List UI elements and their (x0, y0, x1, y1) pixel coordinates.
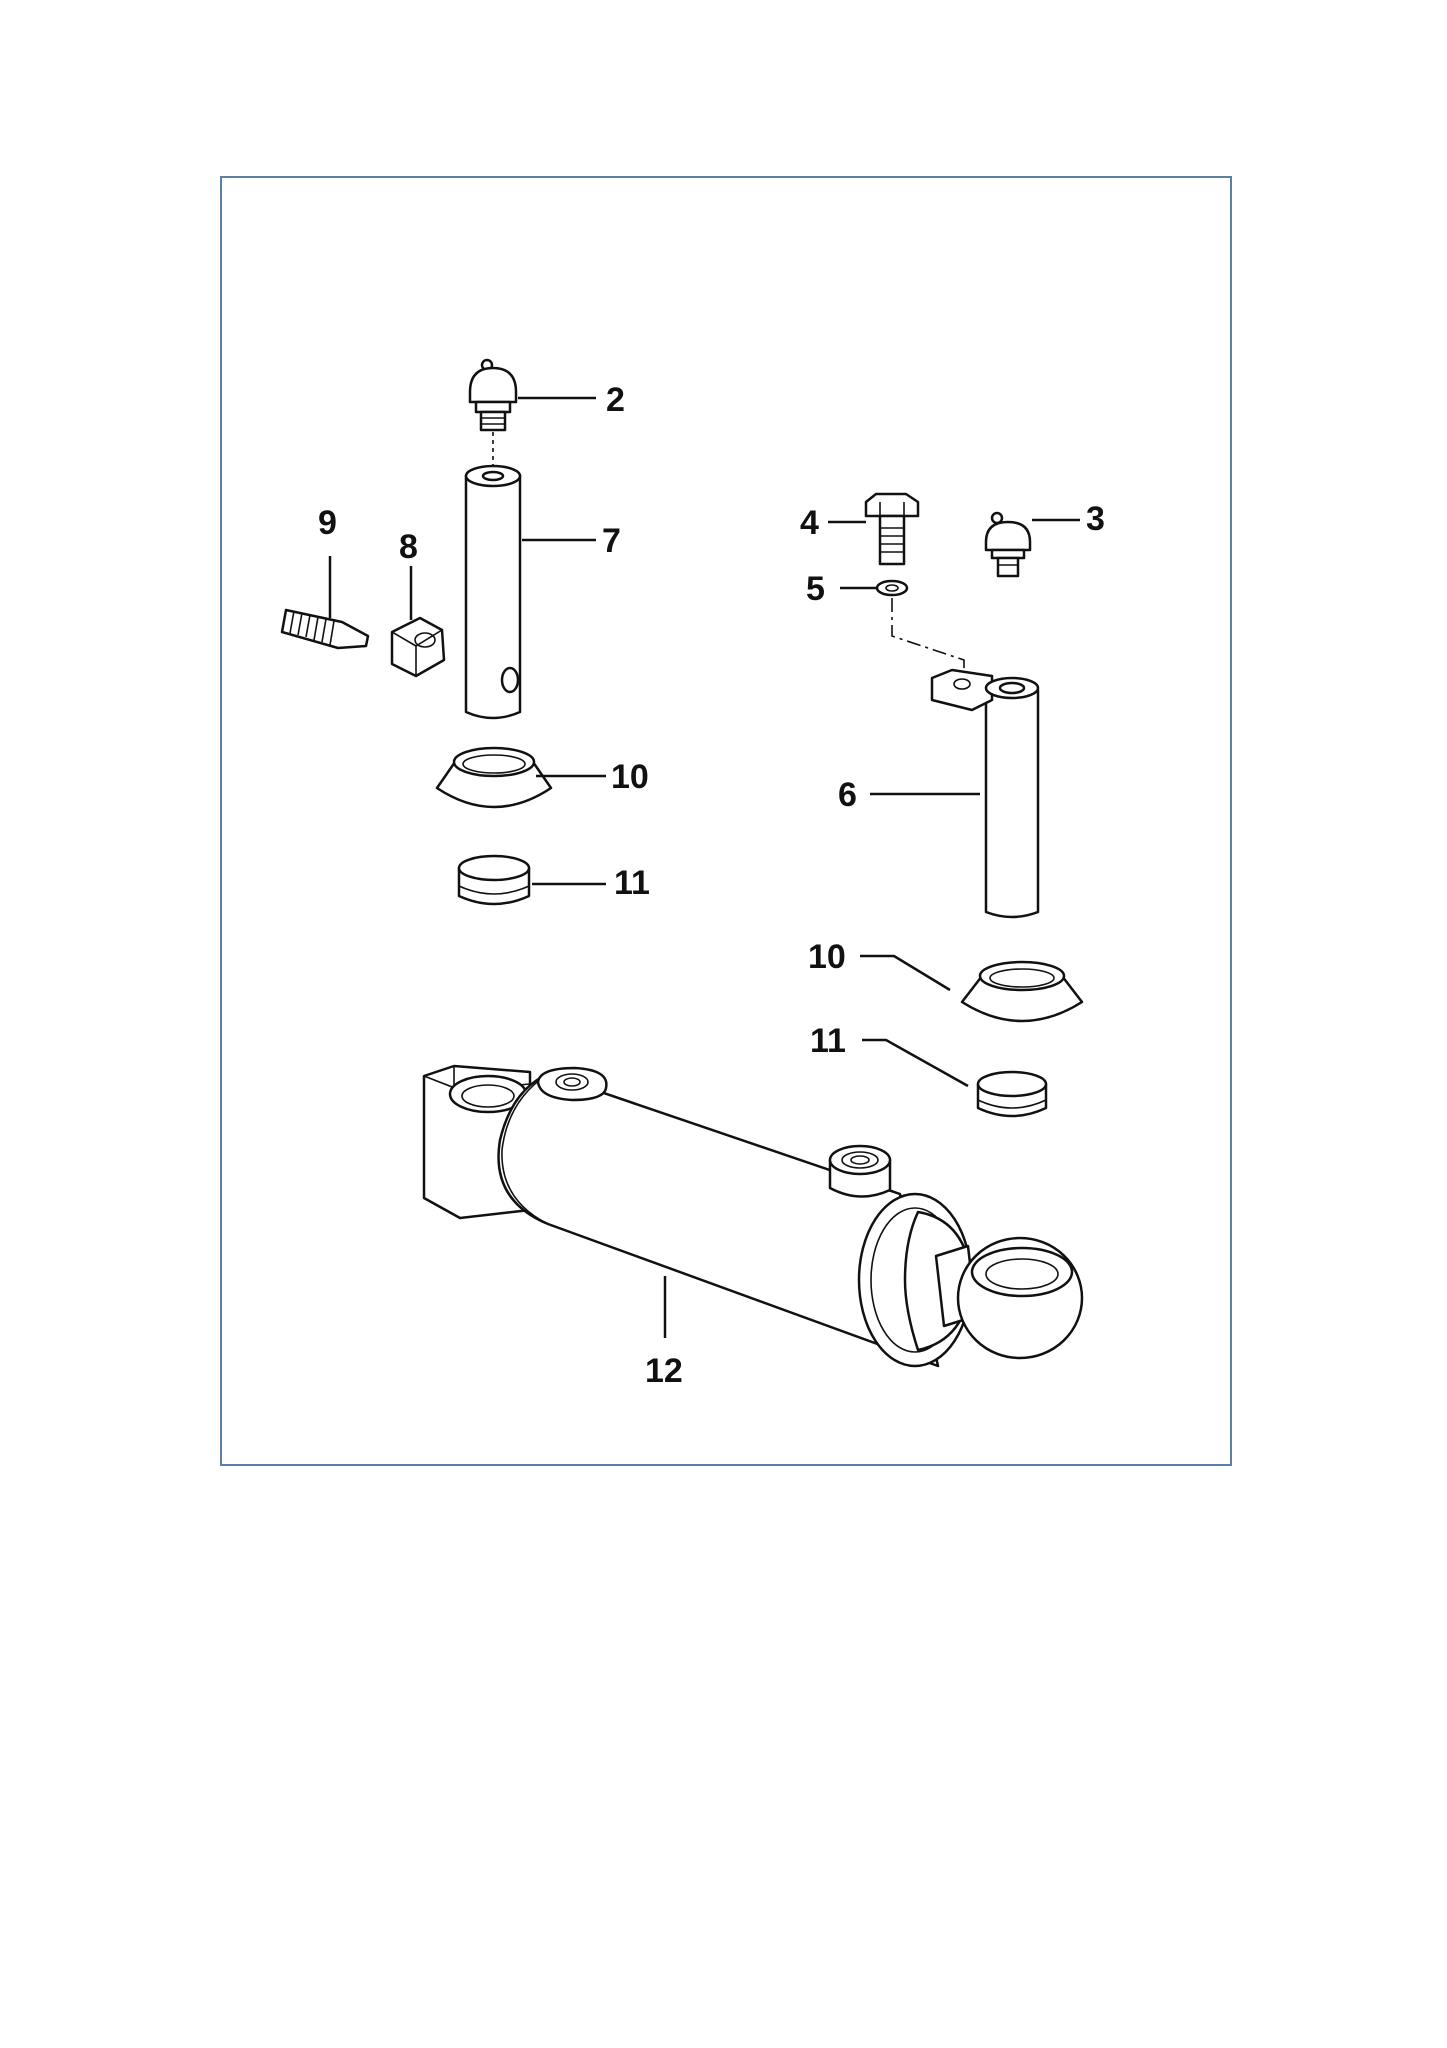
part-4-hex-bolt (864, 492, 920, 566)
callout-12: 12 (645, 1352, 683, 1390)
callout-2: 2 (606, 381, 625, 419)
part-6-pin-with-lug (930, 668, 1040, 919)
part-3-grease-nipple (984, 511, 1032, 578)
part-11-bushing-right (976, 1070, 1048, 1118)
part-12-hydraulic-cylinder (422, 1064, 1084, 1368)
part-8-hex-nut (390, 616, 446, 678)
callout-7: 7 (602, 522, 621, 560)
callout-10-right: 10 (808, 938, 846, 976)
part-2-grease-nipple (468, 358, 518, 432)
callout-8: 8 (399, 528, 418, 566)
part-10-seal-right (960, 960, 1084, 1023)
diagram-frame (220, 176, 1232, 1466)
part-9-grub-screw (280, 608, 370, 650)
callout-5: 5 (806, 570, 825, 608)
callout-6: 6 (838, 776, 857, 814)
callout-11-left: 11 (614, 864, 650, 902)
part-10-seal-left (435, 746, 553, 809)
callout-4: 4 (800, 504, 819, 542)
assembly-line-5-6 (891, 598, 965, 682)
leader-11b (862, 1038, 969, 1088)
leader-10b (860, 954, 951, 992)
callout-11-right: 11 (810, 1022, 846, 1060)
part-7-pin (464, 464, 522, 720)
callout-10-left: 10 (611, 758, 649, 796)
part-11-bushing-left (457, 854, 531, 906)
callout-9: 9 (318, 504, 337, 542)
callout-3: 3 (1086, 500, 1105, 538)
part-5-washer (875, 579, 909, 597)
